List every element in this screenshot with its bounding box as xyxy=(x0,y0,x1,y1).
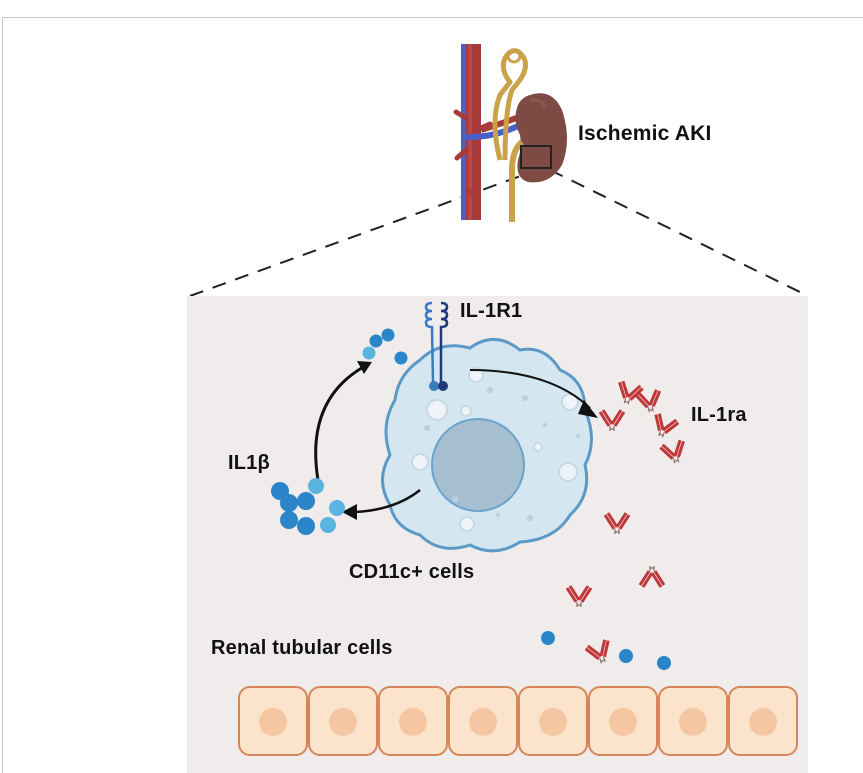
secretion-arrow xyxy=(469,369,591,409)
il1ra-antibody xyxy=(565,585,593,607)
vesicles xyxy=(411,367,579,532)
zoom-line-left xyxy=(189,169,538,297)
tubular-cell-nucleus xyxy=(259,708,287,736)
vena-cava xyxy=(461,44,469,220)
il1ra-antibody xyxy=(584,639,610,664)
tubular-cell xyxy=(658,686,728,756)
tubular-cell-nucleus xyxy=(539,708,567,736)
tubular-cell-nucleus xyxy=(749,708,777,736)
tubular-cell-nucleus xyxy=(609,708,637,736)
il1ra-antibody xyxy=(603,512,631,534)
il1b-molecules-free xyxy=(541,631,671,670)
zoom-line-right xyxy=(549,169,805,295)
tubular-cell-nucleus xyxy=(679,708,707,736)
zoom-box xyxy=(520,145,552,169)
tubular-cell-nucleus xyxy=(469,708,497,736)
tubular-cell-row xyxy=(238,686,798,756)
il1ra-antibody xyxy=(598,409,626,431)
il1b-molecules-cluster xyxy=(271,478,345,535)
nucleus xyxy=(431,418,525,512)
il1ra-antibody xyxy=(638,566,666,588)
il1ra-antibody xyxy=(654,413,680,438)
production-arrowhead xyxy=(342,504,357,520)
renal-tubular-cells-label: Renal tubular cells xyxy=(211,637,393,659)
il1ra-antibody xyxy=(634,389,662,413)
tubular-cell xyxy=(308,686,378,756)
tubular-cell xyxy=(518,686,588,756)
il1ra-molecules xyxy=(565,380,685,664)
il1ra-antibody xyxy=(659,439,685,464)
il1r1-label: IL-1R1 xyxy=(460,300,523,322)
kidney xyxy=(515,93,567,183)
il1ra-label: IL-1ra xyxy=(691,404,747,426)
tubular-cell xyxy=(728,686,798,756)
tubular-cell-nucleus xyxy=(399,708,427,736)
tubular-cell-nucleus xyxy=(329,708,357,736)
figure-frame xyxy=(2,17,863,773)
tubular-cell xyxy=(588,686,658,756)
zoom-lines xyxy=(189,169,805,297)
kidney-illustration xyxy=(453,44,567,222)
il1b-label: IL1β xyxy=(228,452,270,474)
ischemic-aki-label: Ischemic AKI xyxy=(578,122,712,145)
ureter xyxy=(509,139,525,222)
il1b-molecules-top xyxy=(362,328,408,365)
il1ra-antibody xyxy=(618,380,644,405)
il1r1-receptor xyxy=(424,301,449,391)
cd11c-cells-label: CD11c+ cells xyxy=(349,561,475,583)
secretion-arrowhead xyxy=(578,400,598,418)
release-arrow xyxy=(314,364,366,481)
release-arrowhead xyxy=(357,361,372,374)
cd11c-cell xyxy=(342,338,598,553)
production-arrow xyxy=(354,489,421,514)
tubular-cell xyxy=(448,686,518,756)
tubular-cell xyxy=(238,686,308,756)
tubular-cell xyxy=(378,686,448,756)
